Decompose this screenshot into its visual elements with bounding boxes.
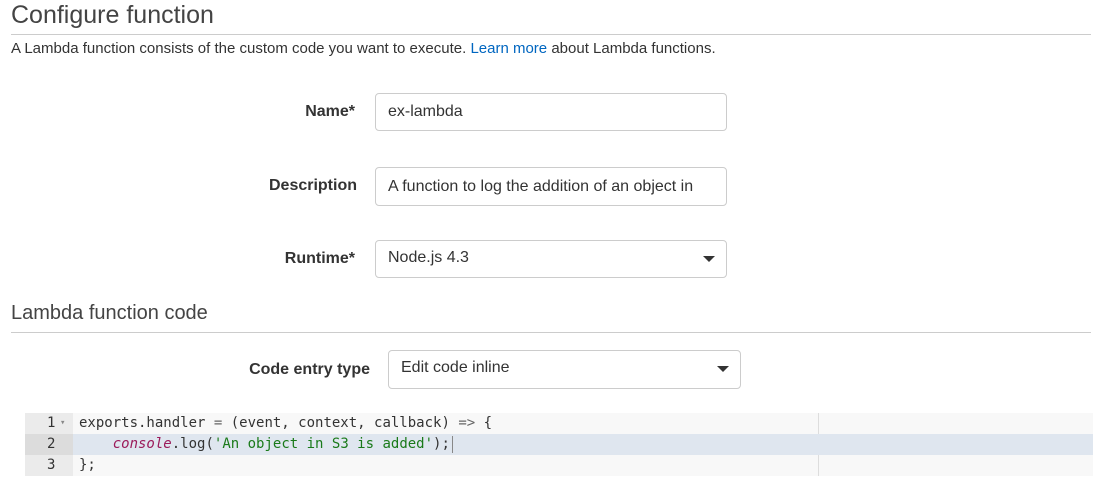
code-line[interactable]: 3 }; <box>25 455 1093 476</box>
title-divider <box>11 34 1091 35</box>
code-text: exports.handler = (event, context, callb… <box>79 415 493 431</box>
code-line[interactable]: 1 ▾ exports.handler = (event, context, c… <box>25 413 1093 434</box>
name-input[interactable] <box>375 93 727 131</box>
runtime-select[interactable]: Node.js 4.3 <box>375 240 727 278</box>
line-number: 1 <box>47 415 56 431</box>
code-section-divider <box>11 332 1091 333</box>
line-number: 3 <box>47 457 56 473</box>
code-entry-type-select[interactable]: Edit code inline <box>388 350 741 389</box>
runtime-selected-value: Node.js 4.3 <box>388 249 469 266</box>
code-entry-type-selected-value: Edit code inline <box>401 359 510 376</box>
intro-prefix: A Lambda function consists of the custom… <box>11 40 471 57</box>
description-label: Description <box>268 177 357 194</box>
code-editor[interactable]: 1 ▾ exports.handler = (event, context, c… <box>25 413 1093 476</box>
code-section-title: Lambda function code <box>11 302 208 324</box>
page-title: Configure function <box>11 1 214 29</box>
code-text: console.log('An object in S3 is added'); <box>79 434 453 455</box>
code-text: }; <box>79 457 96 473</box>
text-cursor <box>451 435 453 453</box>
learn-more-link[interactable]: Learn more <box>470 40 548 57</box>
description-input[interactable] <box>375 167 727 206</box>
code-entry-type-label: Code entry type <box>249 361 370 378</box>
runtime-label: Runtime* <box>284 250 355 267</box>
chevron-down-icon <box>717 366 729 372</box>
name-label: Name* <box>305 103 355 120</box>
intro-text: A Lambda function consists of the custom… <box>11 40 716 58</box>
chevron-down-icon <box>703 256 715 262</box>
line-number: 2 <box>25 434 73 455</box>
code-line-active[interactable]: 2 console.log('An object in S3 is added'… <box>25 434 1093 455</box>
intro-suffix: about Lambda functions. <box>547 40 716 57</box>
fold-arrow-icon[interactable]: ▾ <box>60 418 66 428</box>
